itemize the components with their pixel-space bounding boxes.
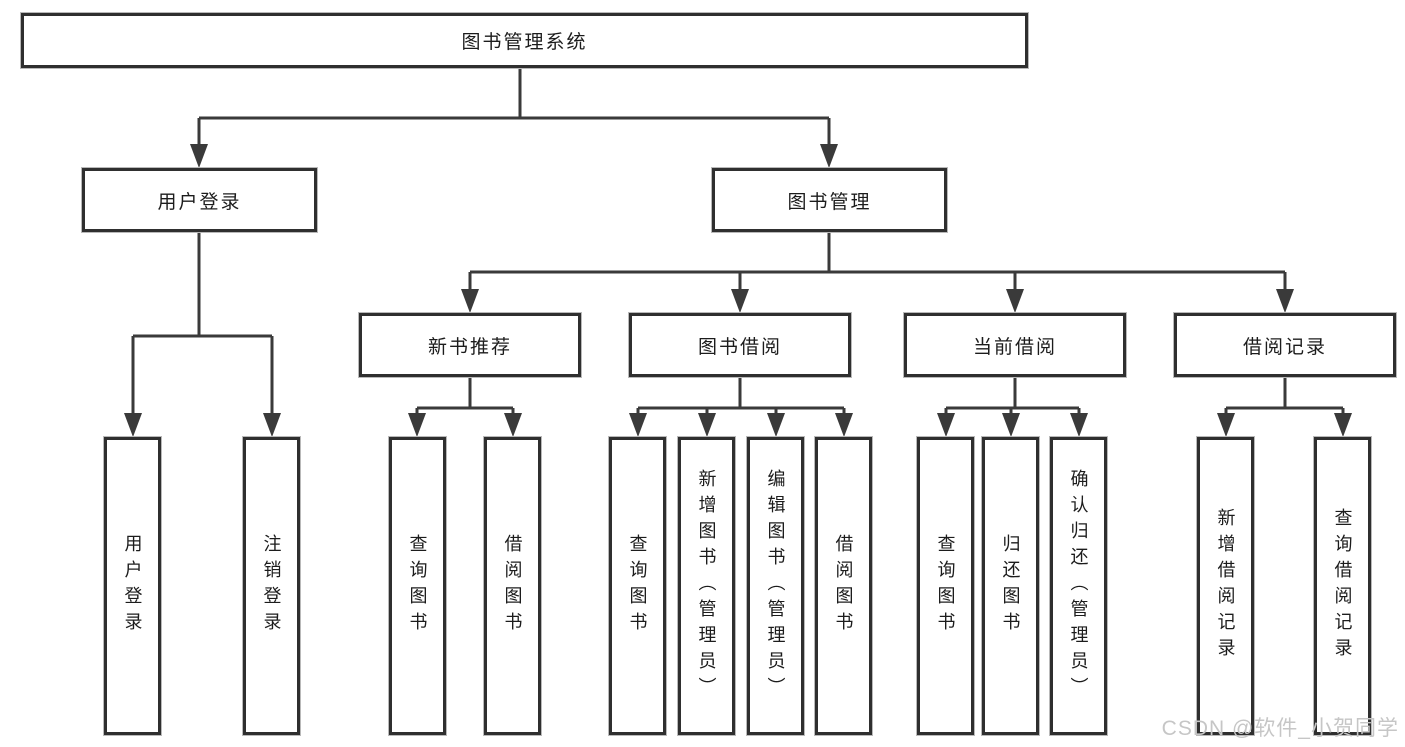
leaf-label: 查询图书: [935, 534, 956, 638]
arrow-down-icon: [835, 413, 853, 437]
node-label: 新书推荐: [427, 336, 512, 358]
leaf-query-borrow-record: 查询借阅记录: [1314, 437, 1371, 735]
node-library-management-system: 图书管理系统: [21, 13, 1028, 68]
leaf-borrow-books: 借阅图书: [815, 437, 872, 735]
connector-user-login-children: [124, 232, 281, 437]
leaf-label: 查询图书: [407, 534, 428, 638]
leaf-label: 注销登录: [261, 534, 282, 638]
leaf-logout: 注销登录: [243, 437, 300, 735]
arrow-down-icon: [1006, 289, 1024, 313]
arrow-down-icon: [629, 413, 647, 437]
leaf-label: 查询借阅记录: [1332, 508, 1353, 664]
leaf-add-book-admin: 新增图书（管理员）: [678, 437, 735, 735]
arrow-down-icon: [190, 144, 208, 168]
leaf-label: 借阅图书: [502, 534, 523, 638]
arrow-down-icon: [1070, 413, 1088, 437]
leaf-label: 编辑图书（管理员）: [765, 469, 786, 703]
connector-book-management-children: [461, 232, 1294, 313]
node-book-borrow: 图书借阅: [629, 313, 851, 377]
node-label: 当前借阅: [972, 336, 1057, 358]
connector-new-book-children: [408, 377, 522, 437]
arrow-down-icon: [937, 413, 955, 437]
leaf-label: 借阅图书: [833, 534, 854, 638]
node-label: 图书管理系统: [461, 32, 588, 53]
leaf-label: 查询图书: [627, 534, 648, 638]
arrow-down-icon: [1334, 413, 1352, 437]
node-label: 用户登录: [157, 191, 242, 213]
arrow-down-icon: [1002, 413, 1020, 437]
leaf-label: 归还图书: [1000, 534, 1021, 638]
node-book-management: 图书管理: [712, 168, 947, 232]
node-label: 图书借阅: [697, 336, 782, 358]
leaf-return-books: 归还图书: [982, 437, 1039, 735]
node-label: 借阅记录: [1242, 336, 1327, 358]
arrow-down-icon: [461, 289, 479, 313]
connector-current-borrow-children: [937, 377, 1088, 437]
arrow-down-icon: [504, 413, 522, 437]
leaf-query-books-current: 查询图书: [917, 437, 974, 735]
node-borrow-records: 借阅记录: [1174, 313, 1396, 377]
arrow-down-icon: [698, 413, 716, 437]
arrow-down-icon: [124, 413, 142, 437]
leaf-query-books-borrow: 查询图书: [609, 437, 666, 735]
leaf-user-login: 用户登录: [104, 437, 161, 735]
leaf-label: 新增图书（管理员）: [696, 469, 717, 703]
leaf-label: 新增借阅记录: [1215, 508, 1236, 664]
node-user-login: 用户登录: [82, 168, 317, 232]
leaf-query-books-recommend: 查询图书: [389, 437, 446, 735]
watermark: CSDN @软件_小贺同学: [1161, 717, 1399, 740]
node-label: 图书管理: [787, 191, 872, 213]
leaf-label: 确认归还（管理员）: [1068, 469, 1089, 703]
arrow-down-icon: [820, 144, 838, 168]
node-new-book-recommend: 新书推荐: [359, 313, 581, 377]
connector-root-to-level2: [190, 68, 838, 168]
arrow-down-icon: [408, 413, 426, 437]
arrow-down-icon: [1276, 289, 1294, 313]
leaf-borrow-books-recommend: 借阅图书: [484, 437, 541, 735]
arrow-down-icon: [767, 413, 785, 437]
arrow-down-icon: [263, 413, 281, 437]
leaf-confirm-return-admin: 确认归还（管理员）: [1050, 437, 1107, 735]
arrow-down-icon: [1217, 413, 1235, 437]
connector-borrow-records-children: [1217, 377, 1352, 437]
node-current-borrow: 当前借阅: [904, 313, 1126, 377]
connector-book-borrow-children: [629, 377, 853, 437]
arrow-down-icon: [731, 289, 749, 313]
leaf-label: 用户登录: [122, 534, 143, 638]
leaf-edit-book-admin: 编辑图书（管理员）: [747, 437, 804, 735]
leaf-add-borrow-record: 新增借阅记录: [1197, 437, 1254, 735]
